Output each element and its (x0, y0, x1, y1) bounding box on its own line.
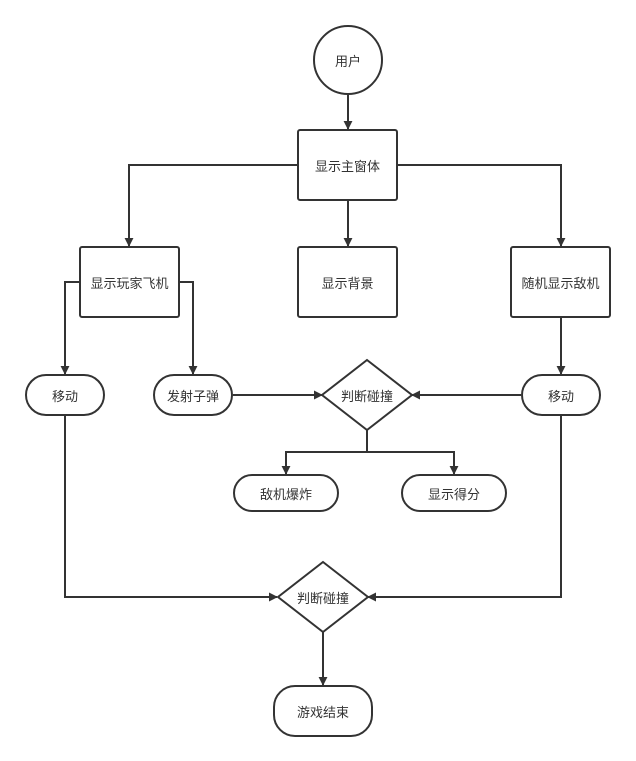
enemy-move-node: 移动 (521, 374, 601, 416)
show-score-node: 显示得分 (401, 474, 507, 512)
player-move-node: 移动 (25, 374, 105, 416)
edge-main-to-enemy (398, 164, 566, 247)
fire-bullet-node: 发射子弹 (153, 374, 233, 416)
edge-main-to-player (124, 164, 297, 247)
edge-player-to-move (60, 281, 79, 375)
collision-check-2-label: 判断碰撞 (296, 591, 349, 607)
user-node: 用户 (313, 25, 383, 95)
game-over-node: 游戏结束 (273, 685, 373, 737)
enemy-explode-node: 敌机爆炸 (233, 474, 339, 512)
decision-diamond-collision-2 (276, 560, 370, 634)
edge-collision-1-to-explode (281, 451, 367, 475)
edge-collision-1-to-score (367, 451, 459, 475)
edge-player-to-fire (179, 281, 198, 375)
random-enemy-node: 随机显示敌机 (510, 246, 611, 318)
show-background-node: 显示背景 (297, 246, 398, 318)
edge-enemy-move-to-collision-2 (367, 415, 562, 602)
show-player-node: 显示玩家飞机 (79, 246, 180, 318)
collision-check-1-label: 判断碰撞 (340, 389, 393, 405)
decision-diamond-collision-1 (320, 358, 414, 432)
main-window-node: 显示主窗体 (297, 129, 398, 201)
edge-player-move-to-collision-2 (64, 415, 278, 602)
